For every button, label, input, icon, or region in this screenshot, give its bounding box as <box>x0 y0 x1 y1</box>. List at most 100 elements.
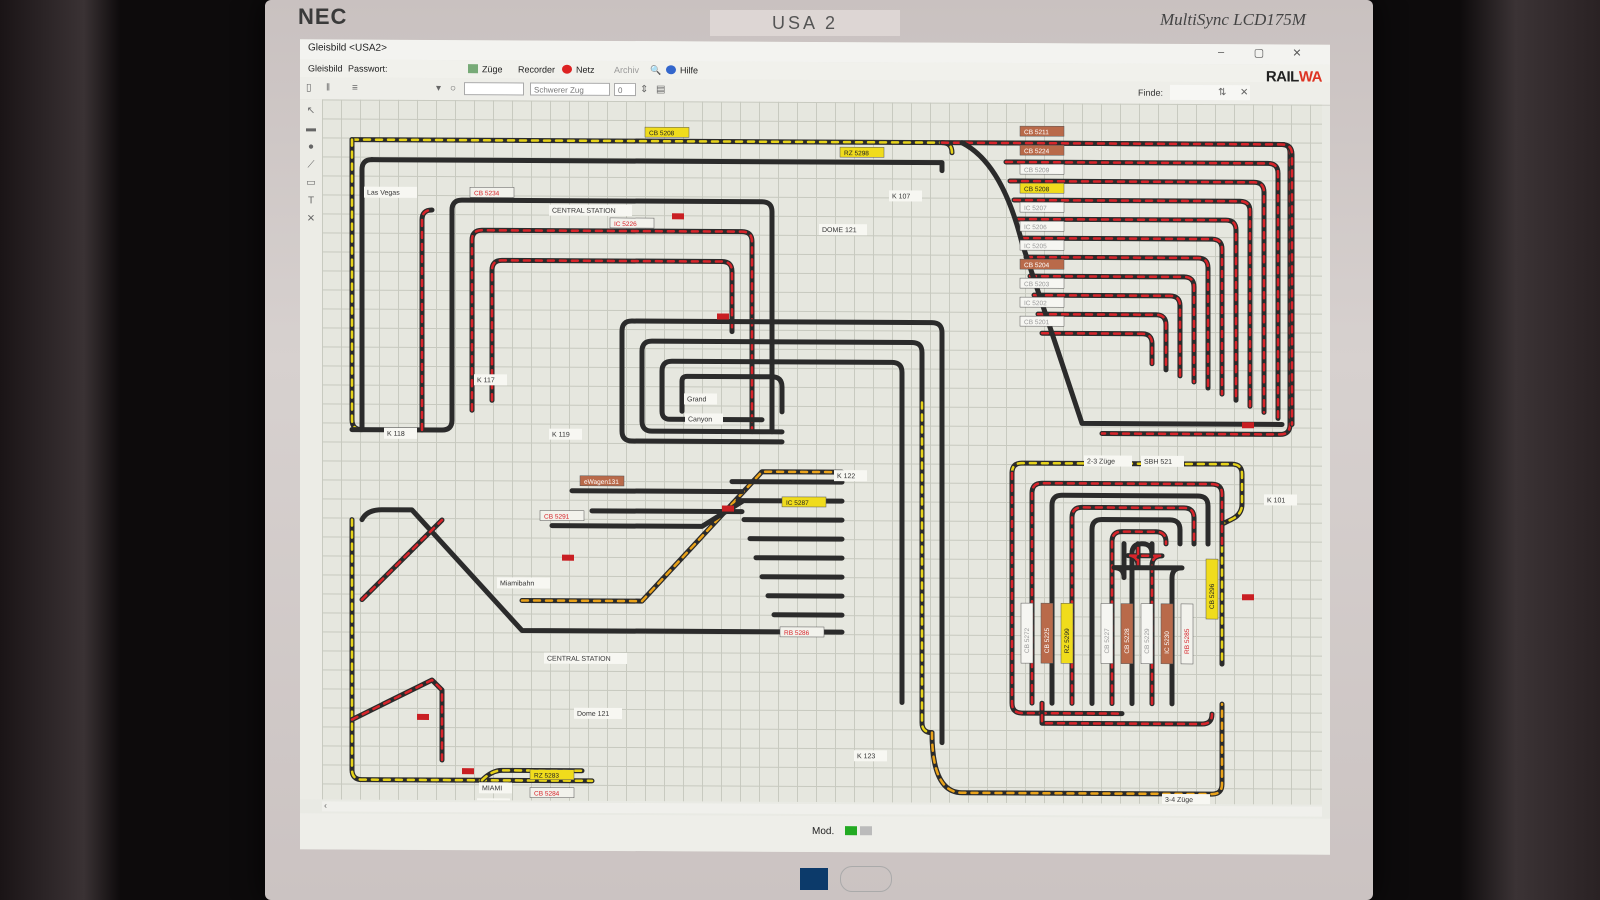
layers-icon[interactable]: ≡ <box>352 82 358 94</box>
train-block-body <box>1205 558 1219 620</box>
train-block[interactable]: RB 5286 <box>779 626 825 638</box>
layout-label-bg <box>549 204 632 217</box>
train-block[interactable]: CB 5201 <box>1019 315 1065 327</box>
dropdown-arrow-icon[interactable]: ▾ <box>436 83 442 95</box>
text-tool-icon[interactable]: T <box>307 195 315 207</box>
train-block-label: CB 5227 <box>1104 628 1111 654</box>
train-block[interactable]: CB 5211 <box>1019 125 1065 137</box>
train-block[interactable]: IC 5287 <box>781 496 827 508</box>
stepper-icon[interactable]: ⇕ <box>640 84 649 96</box>
save-icon[interactable]: ▤ <box>656 84 666 96</box>
train-block[interactable]: CB 5296 <box>1205 558 1219 620</box>
train-block-label: CB 5229 <box>1144 628 1151 654</box>
train-block[interactable]: CB 5234 <box>469 186 515 198</box>
track-grand-canyon <box>679 373 785 415</box>
occupied-route-overlay <box>1016 217 1238 402</box>
train-block[interactable]: CB 5291 <box>539 510 585 522</box>
scroll-left-icon[interactable]: ‹ <box>324 800 327 811</box>
train-block[interactable]: RZ 5299 <box>1060 603 1074 664</box>
track-diagram-canvas[interactable]: CB 5208 RZ 5298 CB 5234 IC 5226 CB 5211 CB 52… <box>322 99 1322 805</box>
track-fan-7 <box>1027 273 1197 385</box>
monitor-bottom-logo <box>840 866 892 892</box>
train-block[interactable]: CB 5208 <box>1019 182 1065 194</box>
train-type-select[interactable]: Schwerer Zug <box>530 82 610 96</box>
signal-marker[interactable] <box>417 713 429 720</box>
menu-netz[interactable]: Netz <box>562 64 595 75</box>
signal-marker[interactable] <box>1242 594 1254 601</box>
train-block[interactable]: CB 5284 <box>529 787 575 798</box>
track-spiral-1 <box>1049 492 1211 706</box>
menu-archiv[interactable]: Archiv <box>614 64 640 76</box>
train-block[interactable]: CB 5208 <box>644 126 690 138</box>
train-block-body <box>1040 602 1054 664</box>
train-block[interactable]: CB 5272 <box>1020 602 1034 664</box>
train-block[interactable]: CB 5209 <box>1019 163 1065 175</box>
delete-tool-icon[interactable]: ✕ <box>306 213 316 225</box>
menu-zuege[interactable]: Züge <box>468 64 503 74</box>
train-block[interactable]: CB 5203 <box>1019 277 1065 289</box>
occupied-route-overlay <box>1040 701 1214 726</box>
train-block-body <box>1060 603 1074 664</box>
train-block-label: CB 5224 <box>1024 148 1050 155</box>
signal-marker[interactable] <box>462 768 474 775</box>
signal-marker[interactable] <box>1242 422 1254 429</box>
train-block[interactable]: IC 5226 <box>609 217 655 229</box>
track-diagram: CB 5208 RZ 5298 CB 5234 IC 5226 CB 5211 CB 52… <box>349 125 1297 805</box>
lock-icon[interactable]: ▯ <box>306 82 312 94</box>
train-block[interactable]: CB 5204 <box>1019 258 1065 270</box>
track-tool-icon[interactable]: ▬ <box>306 123 316 135</box>
pointer-tool-icon[interactable]: ↖ <box>306 105 316 117</box>
train-block[interactable]: eWagen131 <box>579 475 625 487</box>
train-block[interactable]: IC 5207 <box>1019 201 1065 213</box>
train-block[interactable]: RB 5285 <box>1180 603 1194 665</box>
sort-icon[interactable]: ⇅ <box>1218 87 1227 99</box>
train-block[interactable]: IC 5202 <box>1019 296 1065 308</box>
find-input[interactable] <box>1170 84 1250 101</box>
search-icon[interactable]: 🔍 <box>650 65 662 76</box>
train-number-field[interactable] <box>464 82 524 96</box>
signal-tool-icon[interactable]: ● <box>307 141 315 153</box>
track-loop-grand2 <box>639 338 925 406</box>
train-block[interactable]: RZ 5283 <box>529 769 575 780</box>
close-button[interactable]: ✕ <box>1292 47 1302 60</box>
train-block[interactable]: IC 5205 <box>1019 239 1065 251</box>
occupied-route-overlay <box>1040 331 1154 366</box>
menu-gleisbild[interactable]: Gleisbild <box>308 63 343 74</box>
signal-marker[interactable] <box>672 213 684 220</box>
train-block-body <box>779 626 825 638</box>
train-block[interactable]: CB 5227 <box>1100 603 1114 664</box>
minimize-button[interactable]: – <box>1217 46 1225 59</box>
train-block-label: CB 5228 <box>1124 628 1131 654</box>
layout-label: SBH 521 <box>1144 459 1172 466</box>
maximize-button[interactable]: ▢ <box>1253 47 1265 60</box>
track-spiral-7 <box>1111 541 1185 707</box>
screen: Gleisbild <USA2> – ▢ ✕ Gleisbild Passwor… <box>300 39 1330 855</box>
speed-input[interactable]: 0 <box>614 82 636 97</box>
train-block[interactable]: CB 5225 <box>1040 602 1054 664</box>
clear-find-icon[interactable]: ✕ <box>1240 87 1249 99</box>
circle-icon[interactable]: ○ <box>450 83 457 95</box>
block-tool-icon[interactable]: ▭ <box>306 177 316 189</box>
train-block[interactable]: CB 5229 <box>1140 603 1154 665</box>
layout-label: K 107 <box>892 193 910 200</box>
track-yard-fan-0 <box>729 479 845 485</box>
switch-tool-icon[interactable]: ⟋ <box>307 159 315 171</box>
track-bottom-return <box>929 701 1225 797</box>
layout-label: DOME 121 <box>822 227 857 234</box>
train-block[interactable]: RZ 5298 <box>839 146 885 158</box>
train-block[interactable]: CB 5224 <box>1019 144 1065 156</box>
train-block-body <box>1140 603 1154 665</box>
signal-marker[interactable] <box>722 505 734 512</box>
train-block-label: CB 5204 <box>1024 262 1050 269</box>
layout-label-bg <box>364 186 417 198</box>
pause-icon[interactable]: ‖ <box>326 82 331 94</box>
signal-marker[interactable] <box>717 313 729 320</box>
menu-hilfe[interactable]: Hilfe <box>666 65 698 75</box>
train-block[interactable]: IC 5230 <box>1160 603 1174 665</box>
signal-marker[interactable] <box>562 554 574 561</box>
occupied-route-overlay <box>1126 542 1164 706</box>
menu-recorder[interactable]: Recorder <box>518 64 556 75</box>
menu-passwort[interactable]: Passwort: <box>348 63 388 74</box>
train-block[interactable]: CB 5228 <box>1120 603 1134 664</box>
train-block[interactable]: IC 5206 <box>1019 220 1065 232</box>
